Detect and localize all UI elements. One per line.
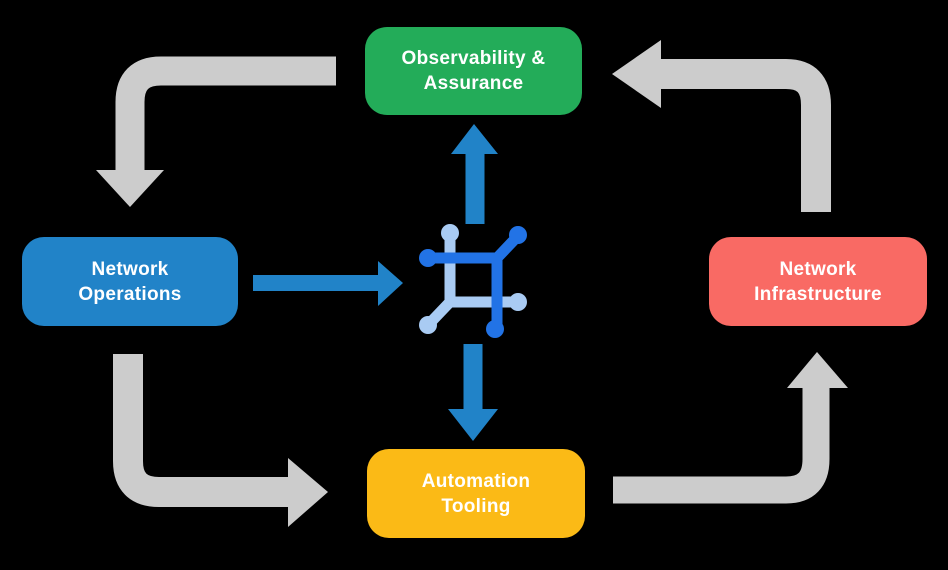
arrow-down-head [448,409,498,441]
icon-node-right [509,293,527,311]
arrow-center-to-automation [448,344,498,441]
node-network-infrastructure-label: Network Infrastructure [754,258,882,305]
node-network-operations-label: Network Operations [78,258,182,305]
arrow-operations-to-center [253,261,403,306]
node-network-operations: Network Operations [22,237,238,326]
node-observability-assurance-label: Observability & Assurance [401,48,546,94]
node-network-infrastructure: Network Infrastructure [709,237,927,326]
arrow-infrastructure-to-observability [612,40,831,212]
arrow-down-head [96,170,164,207]
icon-node-top [441,224,459,242]
arrow-operations-to-automation [113,354,328,527]
node-automation-tooling: Automation Tooling [367,449,585,538]
network-platform-icon [419,224,527,338]
arrow-right-head [288,458,328,527]
arrow-observability-to-operations [96,56,336,207]
arrow-automation-to-infrastructure [613,352,848,504]
icon-node-bottom-left [419,316,437,334]
arrow-up-head [787,352,848,388]
icon-node-top-right [509,226,527,244]
icon-node-left [419,249,437,267]
arrow-center-to-observability [451,124,498,224]
node-observability-assurance: Observability & Assurance [365,27,582,115]
arrow-right-head [378,261,403,306]
node-automation-tooling-label: Automation Tooling [421,470,531,517]
arrow-left-head [612,40,661,108]
arrow-up-head [451,124,498,154]
icon-node-bottom [486,320,504,338]
